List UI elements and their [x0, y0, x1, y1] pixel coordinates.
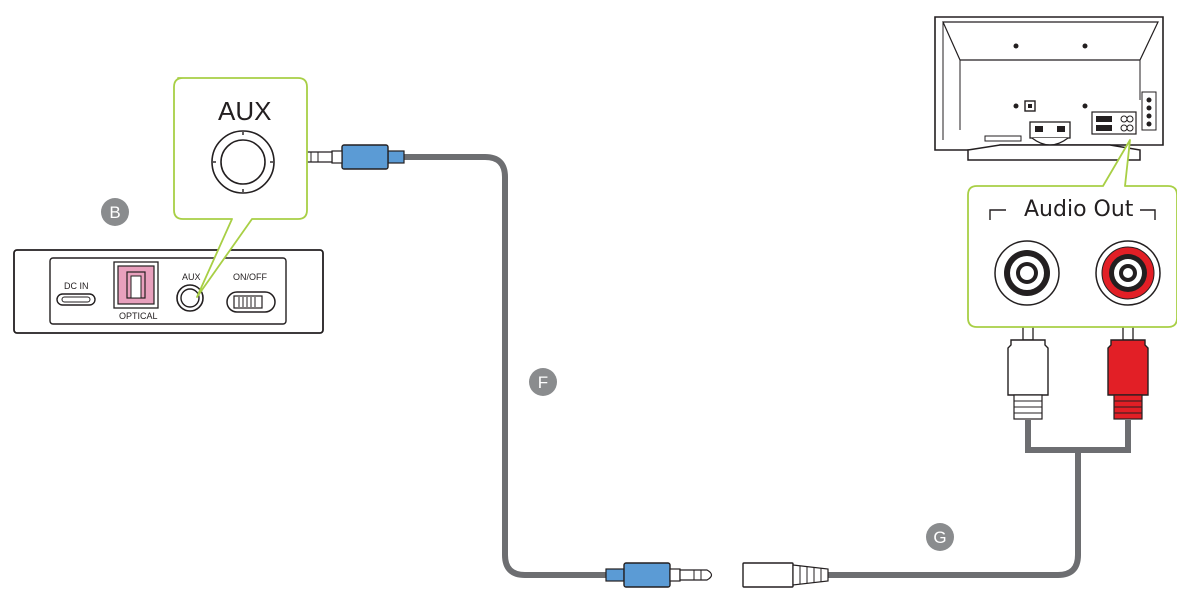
power-switch-icon: [226, 291, 276, 313]
aux-socket-plug: [742, 562, 829, 588]
badge-f: F: [529, 368, 557, 396]
badge-b-label: B: [109, 203, 120, 222]
aux-port-icon: [176, 284, 204, 312]
optical-port-icon: [113, 261, 159, 309]
dc-in-label: DC IN: [64, 281, 89, 291]
badge-g: G: [926, 523, 954, 551]
aux-plug-bottom: [605, 562, 713, 588]
audio-out-title: Audio Out: [1024, 197, 1134, 222]
device-b: DC IN OPTICAL AUX ON/OFF: [13, 249, 324, 334]
aux-callout-title: AUX: [218, 96, 271, 126]
aux-port-large-icon: [211, 130, 275, 194]
cable-g: [823, 420, 1131, 578]
rca-white-port-icon: [994, 240, 1060, 306]
rca-red-port-icon: [1095, 240, 1161, 306]
badge-b: B: [101, 198, 129, 226]
cable-f: [399, 154, 611, 578]
rca-plug-red: [1107, 317, 1149, 420]
aux-callout: AUX: [173, 77, 308, 298]
badge-g-label: G: [933, 528, 946, 547]
tv-back-icon: [934, 16, 1164, 161]
aux-plug-top: [299, 144, 405, 170]
audio-out-callout: Audio Out: [967, 139, 1177, 328]
badge-f-label: F: [538, 373, 548, 392]
power-label: ON/OFF: [233, 272, 267, 282]
rca-plug-white: [1007, 317, 1049, 420]
optical-label: OPTICAL: [119, 311, 158, 321]
aux-label: AUX: [182, 272, 201, 282]
